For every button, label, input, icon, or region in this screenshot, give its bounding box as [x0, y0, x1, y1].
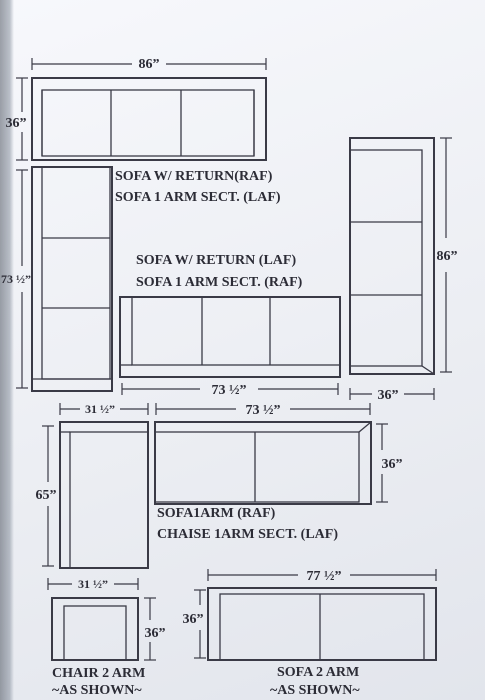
- chair-depth-dim: 36”: [144, 597, 166, 661]
- chair-width-dim: 31 ½”: [47, 577, 139, 591]
- label-sofa-1arm-sect-raf: SOFA 1 ARM SECT. (RAF): [136, 275, 303, 290]
- right-section: [349, 137, 435, 375]
- middle-sofa: [119, 296, 341, 378]
- middle-sofa-width-dim: 73 ½”: [121, 383, 339, 398]
- top-sofa-width-label: 86”: [139, 57, 160, 72]
- middle-sofa-width-label: 73 ½”: [212, 383, 247, 398]
- label-sofa-return-laf: SOFA W/ RETURN (LAF): [136, 253, 296, 268]
- label-sofa-2arm: SOFA 2 ARM: [277, 665, 359, 680]
- sofa-1-arm-width-dim: 73 ½”: [155, 403, 371, 418]
- sofa-2-arm-depth-dim: 36”: [183, 589, 206, 659]
- chair-depth-label: 36”: [145, 626, 166, 641]
- sofa-1-arm-width-label: 73 ½”: [246, 403, 281, 418]
- photo-edge-shadow: [0, 0, 14, 700]
- top-sofa-depth-label: 36”: [6, 116, 27, 131]
- chaise-width-label: 31 ½”: [85, 402, 115, 416]
- chair-width-label: 31 ½”: [78, 577, 108, 591]
- right-section-length-dim: 86”: [437, 137, 458, 373]
- top-sofa-width-dim: 86”: [31, 57, 267, 72]
- sofa-1-arm-depth-label: 36”: [382, 457, 403, 472]
- right-section-depth-dim: 36”: [349, 388, 435, 403]
- label-sofa-1arm-sect-laf: SOFA 1 ARM SECT. (LAF): [115, 190, 281, 205]
- top-sofa: [31, 77, 267, 161]
- sofa-2-arm-width-label: 77 ½”: [307, 569, 342, 584]
- left-section-length-label: 73 ½”: [1, 272, 31, 286]
- left-section-length-dim: 73 ½”: [1, 169, 31, 389]
- label-chaise-1arm-sect-laf: CHAISE 1ARM SECT. (LAF): [157, 527, 338, 542]
- sofa-2-arm-depth-label: 36”: [183, 612, 204, 627]
- chaise: [59, 421, 149, 569]
- chaise-width-dim: 31 ½”: [59, 402, 149, 416]
- chaise-length-dim: 65”: [36, 425, 57, 567]
- label-chair-as-shown: ~AS SHOWN~: [52, 683, 142, 698]
- right-section-length-label: 86”: [437, 249, 458, 264]
- top-sofa-depth-dim: 36”: [6, 77, 28, 161]
- label-sofa-as-shown: ~AS SHOWN~: [270, 683, 360, 698]
- label-sofa-return-raf: SOFA W/ RETURN(RAF): [115, 169, 273, 184]
- chair-2-arm: [51, 597, 139, 661]
- sofa-2-arm-width-dim: 77 ½”: [207, 569, 437, 584]
- label-chair-2arm: CHAIR 2 ARM: [52, 666, 145, 681]
- sofa-2-arm: [207, 587, 437, 661]
- sofa-1-arm-depth-dim: 36”: [376, 423, 403, 503]
- sofa-1-arm: [154, 421, 372, 505]
- label-sofa-1arm-raf: SOFA1ARM (RAF): [157, 506, 276, 521]
- left-section: [31, 166, 113, 392]
- chaise-length-label: 65”: [36, 488, 57, 503]
- right-section-depth-label: 36”: [378, 388, 399, 403]
